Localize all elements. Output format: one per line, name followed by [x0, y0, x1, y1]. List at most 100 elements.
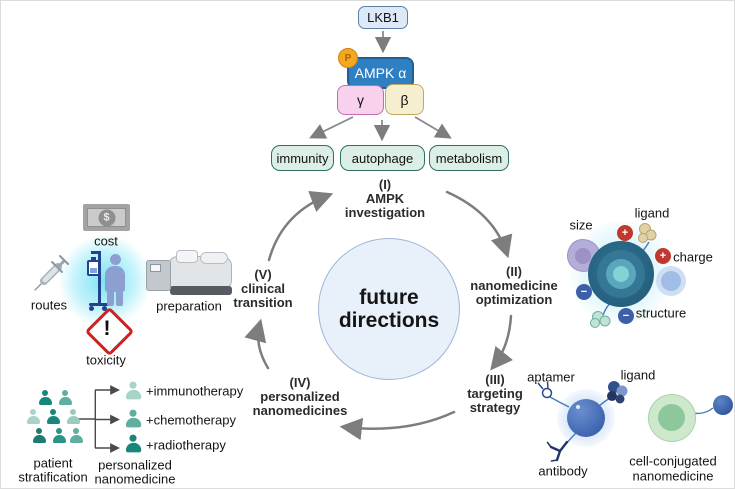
stage-line: nanomedicines: [252, 403, 348, 418]
stage-ampk-investigation: (I) AMPK investigation: [345, 178, 425, 220]
positive-charge-badge: +: [655, 248, 671, 264]
arrow-to-metabolism: [414, 116, 452, 139]
stage-line: transition: [233, 295, 293, 310]
cycle-arrow-v-to-i: [267, 190, 334, 262]
patient-stratification-label-line1: patient: [33, 455, 73, 471]
autophage-node: autophage: [340, 145, 425, 171]
stage-line: AMPK: [365, 191, 405, 206]
conjugated-cell-nucleus: [658, 404, 685, 431]
iv-stand-base: [89, 303, 109, 306]
person-icon: [57, 390, 73, 405]
iv-pole: [98, 251, 101, 304]
cell-conjugated-label-line1: cell-conjugated: [629, 453, 717, 469]
antibody-label: antibody: [538, 463, 588, 479]
chemotherapy-label: +chemotherapy: [146, 412, 236, 428]
stratification-branch: [78, 385, 120, 453]
stage-clinical-transition: (V) clinical transition: [233, 268, 292, 310]
future-directions-line2: directions: [338, 309, 440, 332]
chemotherapy-person-icon: [124, 409, 143, 428]
radiotherapy-person-icon: [124, 434, 143, 453]
iv-stand-wheel: [102, 306, 107, 311]
aptamer-label: aptamer: [527, 369, 575, 385]
immunity-node: immunity: [271, 145, 334, 171]
stage-line: investigation: [344, 205, 426, 220]
stage-line: personalized: [260, 389, 340, 404]
stage-line: optimization: [475, 292, 553, 307]
person-icon: [45, 409, 61, 424]
iv-bag-fluid: [90, 268, 97, 273]
positive-charge-badge: +: [617, 225, 633, 241]
lkb1-node: LKB1: [358, 6, 408, 29]
patient-head: [110, 254, 121, 265]
stage-numeral: (I): [378, 177, 392, 192]
phosphate-badge: P: [338, 48, 358, 68]
patient-leg: [116, 291, 123, 306]
patient-iv-icon: [63, 239, 147, 323]
person-icon: [31, 428, 47, 443]
future-directions-circle: future directions: [318, 238, 460, 380]
patient-leg: [107, 291, 114, 306]
person-icon: [51, 428, 67, 443]
radiotherapy-label: +radiotherapy: [146, 437, 226, 453]
stage-line: clinical: [240, 281, 286, 296]
stage-numeral: (IV): [289, 375, 311, 390]
stage-numeral: (V): [254, 267, 272, 282]
size-cell-nucleus: [575, 248, 591, 264]
patient-stratification-label-line2: stratification: [18, 469, 88, 485]
size-label: size: [569, 217, 593, 233]
stage-line: nanomedicine: [470, 278, 558, 293]
future-directions-title: future directions: [339, 286, 439, 332]
toxicity-label: toxicity: [86, 352, 126, 368]
cell-conjugated-label-line2: nanomedicine: [632, 468, 714, 484]
machine-lid: [200, 252, 228, 264]
machine-screen: [150, 264, 161, 272]
cost-label: cost: [94, 233, 118, 249]
arrow-to-immunity: [309, 116, 354, 139]
machine-base: [170, 286, 232, 295]
negative-charge-badge: −: [576, 284, 592, 300]
stage-numeral: (III): [485, 372, 505, 387]
ligand-label-top: ligand: [634, 205, 670, 221]
machine-lid: [176, 250, 198, 263]
gamma-subunit-node: γ: [337, 85, 384, 115]
structure-label: structure: [635, 305, 687, 321]
cycle-arrow-iii-to-iv: [339, 410, 456, 441]
iv-hook: [91, 251, 100, 254]
antibody-icon: [546, 440, 569, 462]
cycle-arrow-iv-to-v: [244, 318, 270, 370]
ligand-blob-dark-icon: [607, 381, 628, 404]
stage-nanomedicine-optimization: (II) nanomedicine optimization: [470, 265, 557, 307]
beta-subunit-node: β: [385, 84, 424, 115]
negative-charge-badge: −: [618, 308, 634, 324]
person-icon: [25, 409, 41, 424]
patient-torso: [105, 266, 125, 292]
structure-sphere-core: [661, 271, 681, 291]
stage-line: targeting: [467, 386, 523, 401]
connector-cell-sphere: [692, 407, 714, 415]
preparation-label: preparation: [156, 298, 222, 314]
iv-bag-cap: [91, 257, 96, 261]
exclamation-mark: !: [103, 317, 111, 340]
personalized-nanomedicine-label-line1: personalized: [98, 457, 172, 473]
targeting-nanoparticle-icon: [567, 399, 605, 437]
stage-targeting-strategy: (III) targeting strategy: [467, 373, 523, 415]
ligand-label-bottom: ligand: [620, 367, 656, 383]
conjugated-nanoparticle-icon: [713, 395, 733, 415]
person-icon: [37, 390, 53, 405]
targeting-nanoparticle-highlight: [576, 405, 580, 409]
iv-stand-wheel: [89, 306, 94, 311]
cycle-arrow-i-to-ii: [445, 190, 513, 259]
cycle-arrow-ii-to-iii: [490, 314, 514, 371]
charge-label: charge: [673, 249, 713, 265]
nanoparticle-core: [613, 266, 629, 282]
dollar-icon: $: [98, 209, 115, 226]
immunotherapy-label: +immunotherapy: [146, 383, 244, 399]
cost-banknote-icon: $: [83, 204, 130, 231]
immunotherapy-person-icon: [124, 381, 143, 400]
routes-label: routes: [30, 297, 68, 313]
person-icon: [65, 409, 81, 424]
person-icon: [68, 428, 84, 443]
personalized-nanomedicine-label-line2: nanomedicine: [94, 471, 176, 487]
future-directions-line1: future: [359, 286, 419, 309]
metabolism-node: metabolism: [429, 145, 509, 171]
